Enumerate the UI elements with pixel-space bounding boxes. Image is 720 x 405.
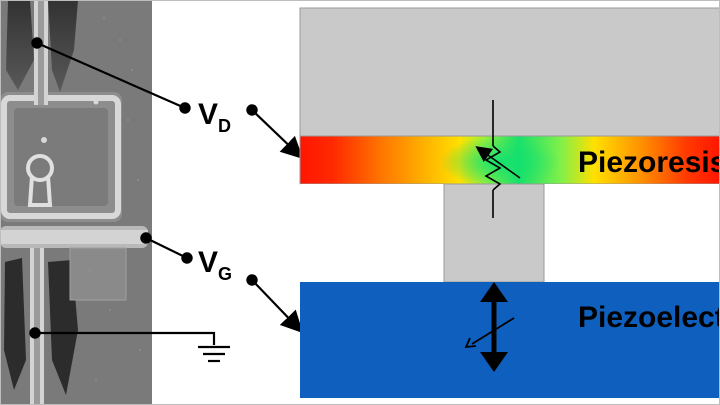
gate-pointer	[140, 232, 193, 264]
pillar	[443, 183, 545, 283]
variable-resistor-icon	[475, 100, 521, 218]
double-arrow-icon	[480, 282, 508, 372]
piezoresistive-label: Piezoresistive	[578, 146, 720, 179]
drain-pointer	[31, 37, 191, 114]
schematic-stack	[299, 7, 720, 398]
svg-text:VG: VG	[198, 246, 232, 284]
gate-voltage-label: VG	[198, 246, 232, 284]
svg-text:VD: VD	[198, 98, 231, 136]
drain-label-sub: D	[218, 116, 231, 136]
ground-wire	[29, 327, 216, 345]
top-block	[299, 7, 720, 137]
piezoelectric-label: Piezoelectric	[578, 301, 720, 334]
gate-label-sub: G	[218, 264, 232, 284]
drain-voltage-label: VD	[198, 98, 231, 136]
ground-icon	[198, 345, 230, 363]
drain-label-main: V	[198, 98, 218, 131]
gate-to-layer	[246, 274, 304, 334]
drain-to-layer	[246, 104, 304, 160]
leader-lines	[29, 37, 304, 345]
variable-capacitor-icon	[464, 317, 515, 349]
piezoelectric-layer	[300, 282, 720, 398]
gate-label-main: V	[198, 246, 218, 279]
